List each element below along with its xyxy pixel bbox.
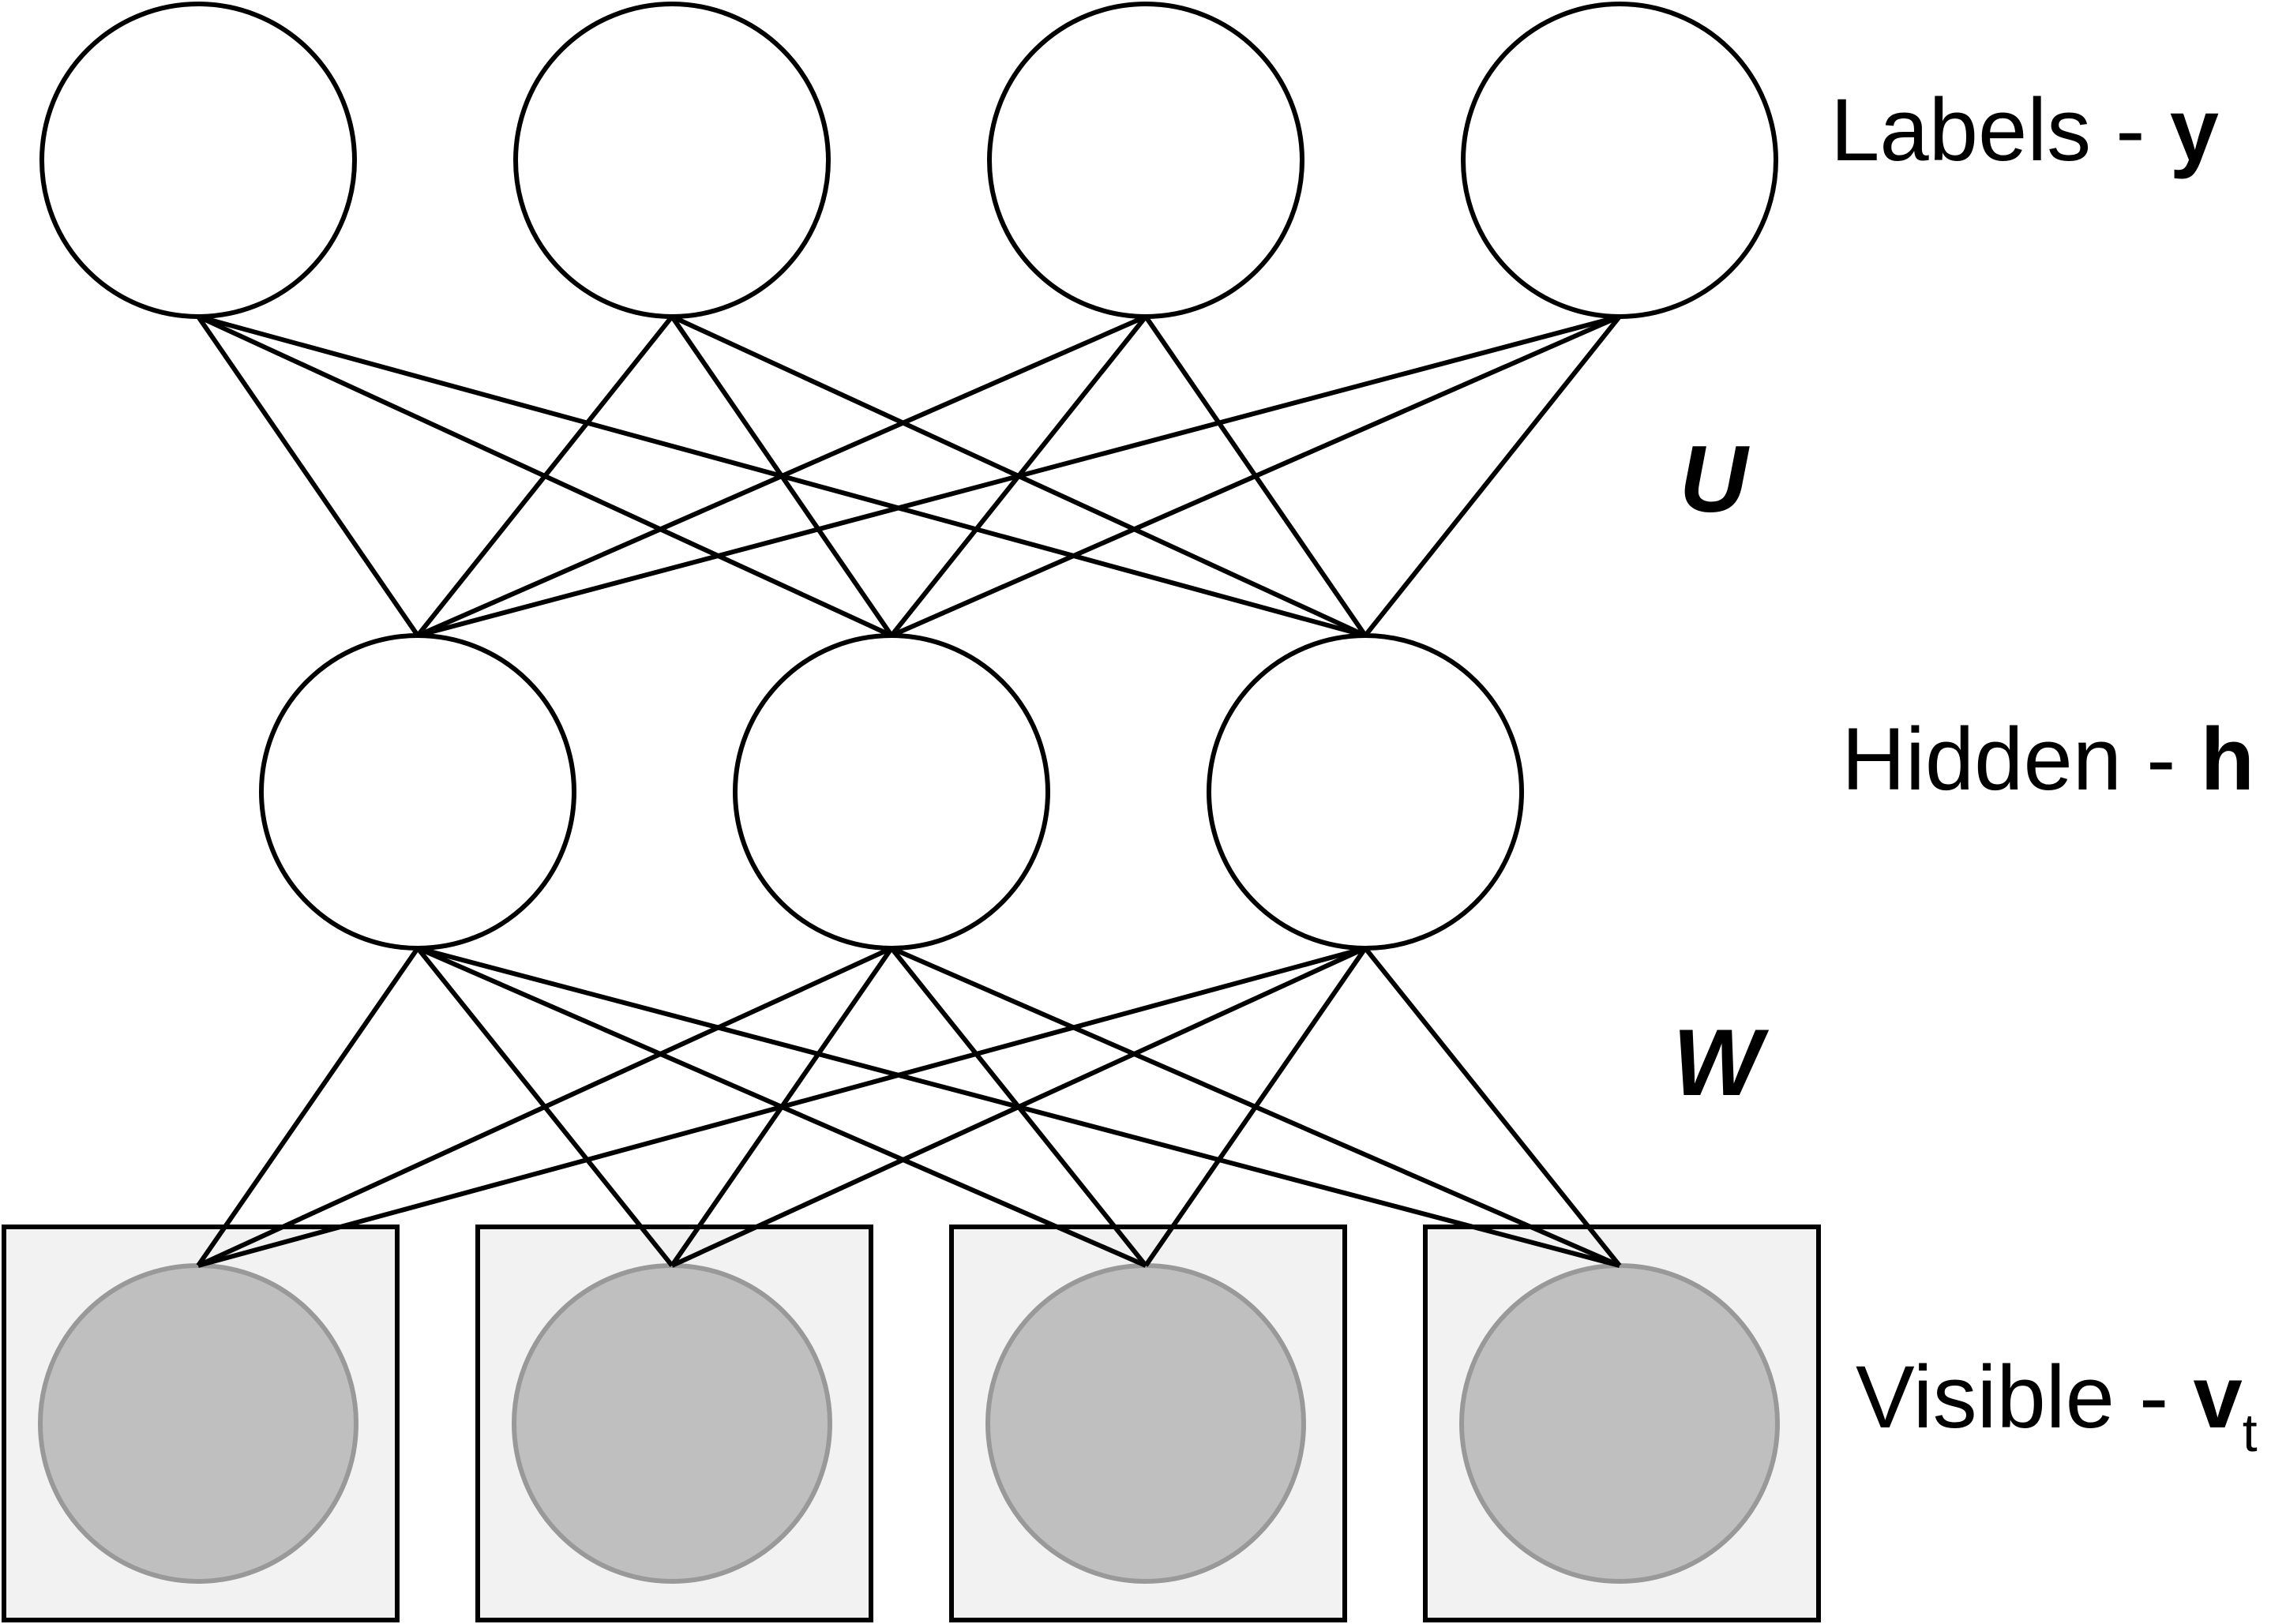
- hidden-node-3: [1207, 633, 1524, 951]
- visible-node-3: [985, 1263, 1306, 1584]
- edges: [196, 314, 1622, 1268]
- edge-u-y2-h1: [415, 315, 674, 637]
- weight-u-label: U: [1680, 426, 1751, 532]
- hidden-node-2: [733, 633, 1050, 951]
- edge-w-overlay-h3-v4: [1586, 1225, 1622, 1267]
- hidden-node-1: [259, 633, 576, 951]
- label-node-1: [39, 2, 357, 319]
- edge-w-overlay-h1-v2: [639, 1225, 674, 1267]
- edge-w-h3-v4: [1363, 947, 1622, 1267]
- edge-w-overlay-h1-v4: [1472, 1225, 1620, 1268]
- label-node-2: [513, 2, 831, 319]
- edge-w-overlay-h1-v1: [196, 1225, 227, 1267]
- edge-w-overlay-h2-v4: [1530, 1225, 1621, 1268]
- edge-w-h3-v3: [1143, 947, 1368, 1267]
- edge-w-h3-v1: [197, 946, 1366, 1268]
- nodes: [2, 2, 1821, 1622]
- edge-w-overlay-h3-v1: [197, 1225, 341, 1268]
- labels-layer-label: Labels - y: [1830, 81, 2219, 179]
- visible-node-2: [512, 1263, 832, 1584]
- edge-u-y4-h3: [1363, 315, 1622, 637]
- edge-w-overlay-h2-v3: [1113, 1225, 1148, 1267]
- edge-u-y4-h2: [890, 314, 1621, 638]
- label-node-3: [987, 2, 1304, 319]
- weight-w-label: W: [1672, 1010, 1769, 1116]
- visible-subscript: t: [2243, 1403, 2258, 1463]
- edge-u-y1-h1: [196, 315, 420, 637]
- hidden-layer-label: Hidden - h: [1841, 710, 2254, 808]
- edge-u-y4-h1: [417, 314, 1620, 638]
- labels-symbol: y: [2170, 81, 2219, 179]
- label-node-4: [1461, 2, 1778, 319]
- edge-w-h2-v1: [197, 946, 893, 1268]
- edge-w-overlay-h3-v2: [670, 1225, 758, 1268]
- edge-w-overlay-h2-v1: [197, 1225, 284, 1268]
- visible-layer-label: Visible - vt: [1856, 1348, 2258, 1463]
- edge-u-y3-h1: [416, 314, 1147, 638]
- edge-w-overlay-h1-v3: [1056, 1225, 1147, 1268]
- visible-node-4: [1459, 1263, 1780, 1584]
- visible-symbol: v: [2193, 1348, 2242, 1446]
- edge-w-overlay-h2-v2: [670, 1225, 701, 1267]
- edge-w-h3-v2: [670, 946, 1367, 1268]
- hidden-symbol: h: [2201, 710, 2254, 808]
- visible-node-1: [38, 1263, 358, 1584]
- edge-w-overlay-h3-v3: [1143, 1225, 1175, 1267]
- edge-w-h1-v1: [196, 947, 420, 1267]
